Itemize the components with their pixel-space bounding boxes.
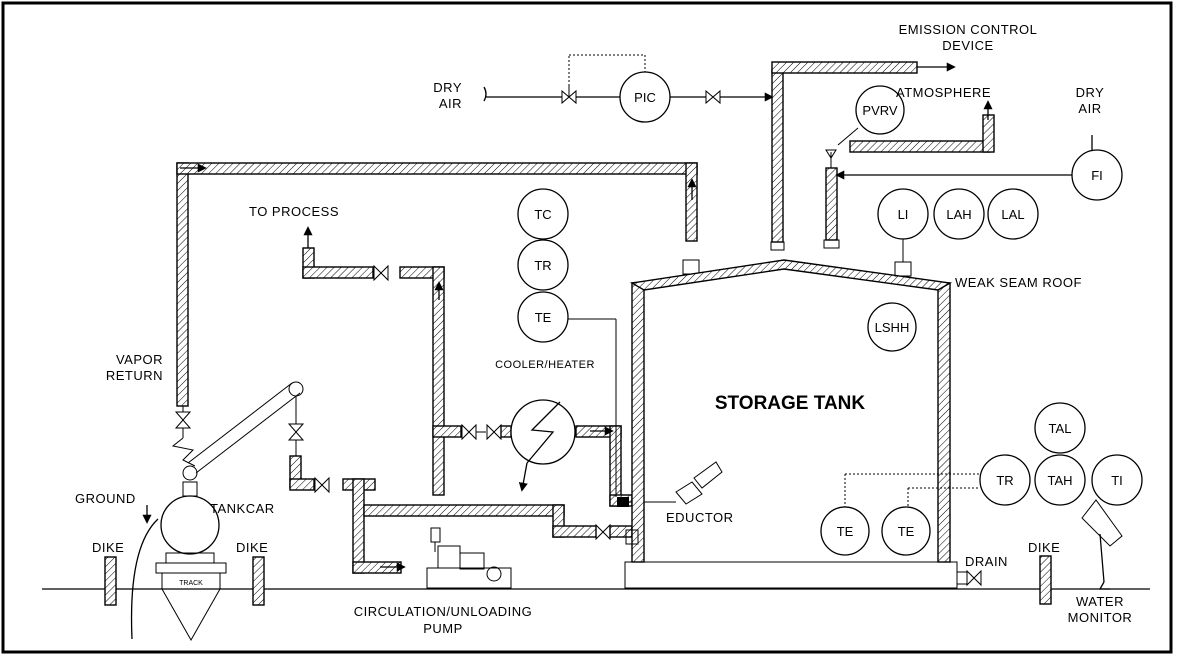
instrument-tc: TC [517,188,569,240]
ground-label: GROUND [75,491,136,506]
instrument-tal: TAL [1034,402,1086,454]
pic-label: PIC [634,90,656,105]
to-process-label: TO PROCESS [249,204,339,219]
lah-label: LAH [946,207,971,222]
te-top-label: TE [535,310,552,325]
instrument-li: LI [877,188,929,240]
weak-seam-roof-label: WEAK SEAM ROOF [955,275,1082,290]
to-process-pipe [302,226,512,496]
instrument-te-bottom-2: TE [881,506,931,556]
instrument-lshh: LSHH [867,302,917,352]
dike-mid-label: DIKE [236,540,268,555]
storage-tank [624,235,958,589]
drain-label: DRAIN [965,554,1008,569]
instrument-te-bottom-1: TE [820,506,870,556]
ti-label: TI [1111,473,1123,488]
instrument-tah: TAH [1034,454,1086,506]
drain [956,569,982,587]
te-bottom-1-label: TE [837,524,854,539]
vapor-return-label-1: VAPOR [116,352,163,367]
instrument-ti: TI [1091,454,1143,506]
instrument-te-top: TE [517,291,569,343]
instrument-pvrv: PVRV [855,85,905,135]
fi-label: FI [1091,168,1103,183]
te-bottom-2-label: TE [898,524,915,539]
li-label: LI [898,207,909,222]
atmosphere-label: ATMOSPHERE [896,85,991,100]
tankcar-label: TANKCAR [210,501,275,516]
instrument-lal: LAL [987,188,1039,240]
vapor-return-pipe [171,162,700,467]
tankcar [130,481,227,642]
tr-top-label: TR [534,258,551,273]
water-monitor-label-2: MONITOR [1068,610,1133,625]
dike-right-label: DIKE [1028,540,1060,555]
dike-right-wall [1039,555,1052,605]
pump-label-2: PUMP [423,621,463,636]
storage-tank-title: STORAGE TANK [715,393,866,414]
water-monitor-label-1: WATER [1076,594,1124,609]
instrument-tr-bottom: TR [979,454,1031,506]
track-label: TRACK [179,580,203,587]
dry-air-right-label-1: DRY [1076,85,1105,100]
dry-air-left-label-2: AIR [439,96,462,111]
tc-label: TC [534,207,551,222]
pvrv-label: PVRV [862,103,897,118]
eductor-label: EDUCTOR [666,510,734,525]
emission-label-1: EMISSION CONTROL [899,22,1038,37]
circulation-pump [426,527,512,589]
pvrv-vent-pipe [823,100,1097,249]
instrument-lah: LAH [933,188,985,240]
dry-air-right-label-2: AIR [1078,101,1101,116]
instrument-fi: FI [1071,149,1123,201]
emission-stack-pipe [770,61,956,251]
pump-label-1: CIRCULATION/UNLOADING [354,604,533,619]
instrument-tr-top: TR [517,239,569,291]
water-monitor [1081,499,1123,590]
tah-label: TAH [1047,473,1072,488]
dike-left-wall [104,556,117,606]
lal-label: LAL [1001,207,1024,222]
cooler-heater-label: COOLER/HEATER [495,359,595,371]
vapor-return-label-2: RETURN [106,368,163,383]
dry-air-left-line [483,54,774,105]
loading-arm [182,381,304,481]
dike-mid-wall [252,556,265,606]
instrument-pic: PIC [619,71,671,123]
dry-air-left-label-1: DRY [433,80,462,95]
emission-label-2: DEVICE [942,38,993,53]
circulation-pipe [287,406,633,574]
dike-left-label: DIKE [92,540,124,555]
tr-bottom-label: TR [996,473,1013,488]
lshh-label: LSHH [875,320,910,335]
tal-label: TAL [1049,421,1072,436]
